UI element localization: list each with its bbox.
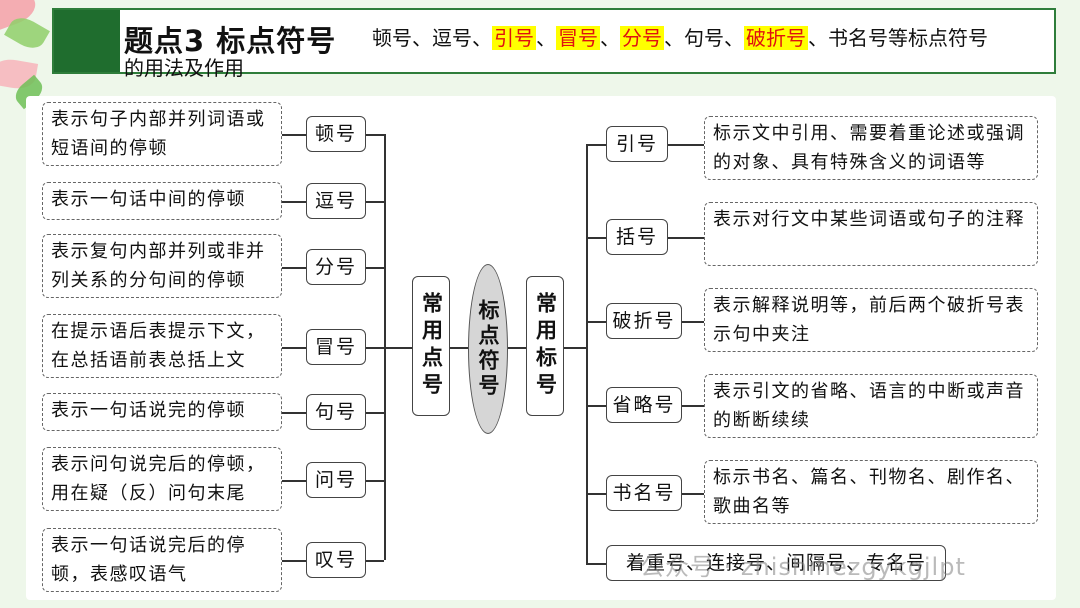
connector-line xyxy=(682,493,704,495)
right-desc-4: 表示引文的省略、语言的中断或声音的断断续续 xyxy=(704,374,1038,438)
connector-line xyxy=(282,201,306,203)
right-punct-shuminghao: 书名号 xyxy=(606,475,682,511)
left-punct-juhao: 句号 xyxy=(306,394,366,430)
left-punct-maohao: 冒号 xyxy=(306,329,366,365)
connector-line xyxy=(564,347,586,349)
page-title: 题点3 标点符号 xyxy=(124,24,337,58)
connector-line xyxy=(586,237,606,239)
connector-line xyxy=(366,347,384,349)
connector-line xyxy=(282,267,306,269)
left-desc-7: 表示一句话说完后的停顿，表感叹语气 xyxy=(42,528,282,592)
connector-line xyxy=(682,405,704,407)
right-punct-others: 着重号、连接号、间隔号、专名号 xyxy=(606,545,946,581)
right-punct-pozhehao: 破折号 xyxy=(606,303,682,339)
right-punct-yinhao: 引号 xyxy=(606,126,668,162)
left-punct-dunhao: 顿号 xyxy=(306,116,366,152)
page-subtitle-line2: 的用法及作用 xyxy=(124,56,244,80)
left-desc-4: 在提示语后表提示下文，在总括语前表总括上文 xyxy=(42,314,282,378)
right-desc-1: 标示文中引用、需要着重论述或强调的对象、具有特殊含义的词语等 xyxy=(704,116,1038,180)
connector-line xyxy=(366,267,384,269)
connector-line xyxy=(366,560,384,562)
connector-line xyxy=(282,412,306,414)
left-punct-wenhao: 问号 xyxy=(306,462,366,498)
connector-line xyxy=(282,347,306,349)
left-desc-1: 表示句子内部并列词语或短语间的停顿 xyxy=(42,102,282,166)
right-desc-2: 表示对行文中某些词语或句子的注释 xyxy=(704,202,1038,266)
title-accent-square xyxy=(54,10,120,72)
page-subtitle: 顿号、逗号、引号、冒号、分号、句号、破折号、书名号等标点符号 xyxy=(372,26,988,50)
connector-line xyxy=(586,321,606,323)
connector-line xyxy=(366,412,384,414)
left-punct-douhao: 逗号 xyxy=(306,183,366,219)
connector-line xyxy=(668,144,704,146)
left-desc-5: 表示一句话说完的停顿 xyxy=(42,393,282,431)
connector-line xyxy=(586,144,588,563)
left-desc-3: 表示复句内部并列或非并列关系的分句间的停顿 xyxy=(42,234,282,298)
connector-line xyxy=(586,405,606,407)
connector-line xyxy=(668,237,704,239)
right-desc-5: 标示书名、篇名、刊物名、剧作名、歌曲名等 xyxy=(704,460,1038,524)
right-punct-kuohao: 括号 xyxy=(606,219,668,255)
connector-line xyxy=(508,347,526,349)
connector-line xyxy=(282,480,306,482)
left-group-box: 常用点号 xyxy=(412,276,450,416)
connector-line xyxy=(682,321,704,323)
connector-line xyxy=(366,134,384,136)
connector-line xyxy=(450,347,468,349)
right-group-box: 常用标号 xyxy=(526,276,564,416)
connector-line xyxy=(282,560,306,562)
right-punct-shenglvehao: 省略号 xyxy=(606,387,682,423)
title-bar: 题点3 标点符号 顿号、逗号、引号、冒号、分号、句号、破折号、书名号等标点符号 … xyxy=(52,8,1056,80)
left-punct-fenhao: 分号 xyxy=(306,249,366,285)
connector-line xyxy=(282,134,306,136)
connector-line xyxy=(586,144,606,146)
center-node: 标点符号 xyxy=(468,264,508,434)
watermark: 公众号 · zhishihezgykgjlpt xyxy=(640,553,966,581)
connector-line xyxy=(366,480,384,482)
left-desc-2: 表示一句话中间的停顿 xyxy=(42,182,282,220)
connector-line xyxy=(586,563,606,565)
left-punct-tanhao: 叹号 xyxy=(306,542,366,578)
connector-line xyxy=(366,201,384,203)
connector-line xyxy=(384,347,412,349)
connector-line xyxy=(586,493,606,495)
right-desc-3: 表示解释说明等，前后两个破折号表示句中夹注 xyxy=(704,288,1038,352)
left-desc-6: 表示问句说完后的停顿，用在疑（反）问句末尾 xyxy=(42,447,282,511)
